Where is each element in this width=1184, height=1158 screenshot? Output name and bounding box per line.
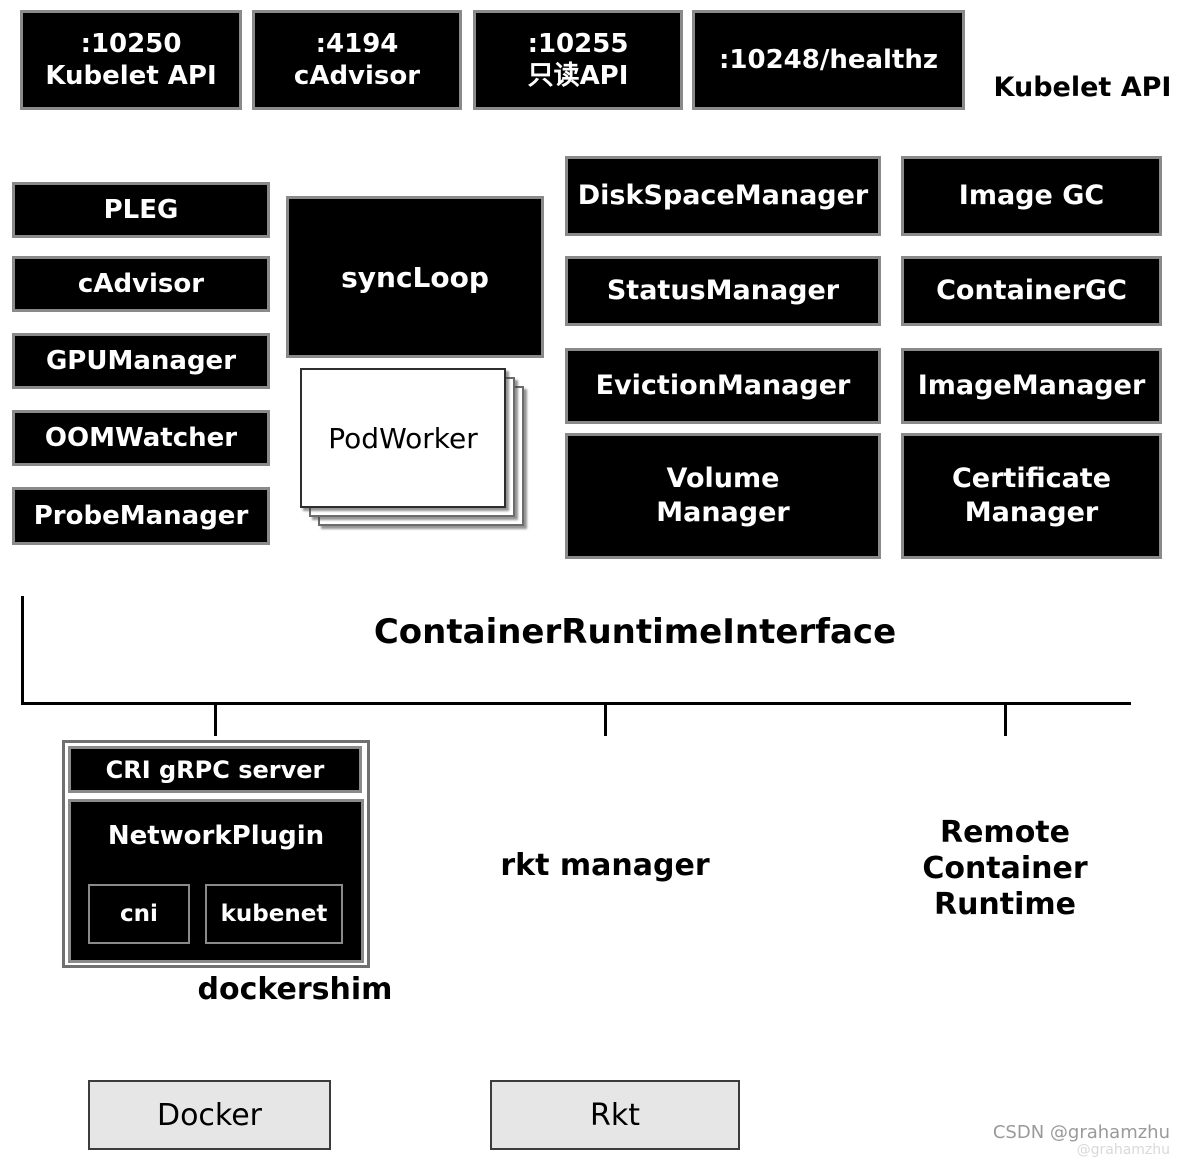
- podworker-box: PodWorker: [300, 368, 506, 508]
- component-pleg: PLEG: [12, 182, 270, 238]
- cni-box: cni: [88, 884, 190, 944]
- rkt-manager-label: rkt manager: [500, 848, 710, 883]
- manager-containergc: ContainerGC: [901, 256, 1162, 326]
- syncloop-box: syncLoop: [286, 196, 544, 358]
- port-box-cadvisor: :4194 cAdvisor: [252, 10, 462, 110]
- kubelet-api-label: Kubelet API: [993, 72, 1172, 103]
- dockershim-caption: dockershim: [197, 972, 393, 1007]
- kubenet-box: kubenet: [205, 884, 343, 944]
- cri-branch-rkt: [604, 702, 607, 736]
- manager-evictionmanager: EvictionManager: [565, 348, 881, 424]
- cri-connector-horizontal: [21, 702, 1131, 705]
- csdn-watermark: CSDN @grahamzhu: [992, 1122, 1170, 1143]
- manager-diskspacemanager: DiskSpaceManager: [565, 156, 881, 236]
- cri-branch-dockershim: [214, 702, 217, 736]
- network-plugin-label: NetworkPlugin: [107, 821, 325, 851]
- rkt-runtime-box: Rkt: [490, 1080, 740, 1150]
- manager-volumemanager: Volume Manager: [565, 433, 881, 559]
- remote-runtime-label: Remote Container Runtime: [922, 815, 1088, 922]
- component-probemanager: ProbeManager: [12, 487, 270, 545]
- port-box-readonly-api: :10255 只读API: [473, 10, 683, 110]
- cri-connector-vertical: [21, 596, 24, 705]
- manager-imagemanager: ImageManager: [901, 348, 1162, 424]
- component-oomwatcher: OOMWatcher: [12, 410, 270, 466]
- cri-branch-remote: [1004, 702, 1007, 736]
- manager-imagegc: Image GC: [901, 156, 1162, 236]
- manager-statusmanager: StatusManager: [565, 256, 881, 326]
- port-box-kubelet-api: :10250 Kubelet API: [20, 10, 242, 110]
- csdn-watermark-faint: @grahamzhu: [1076, 1142, 1170, 1158]
- cri-title: ContainerRuntimeInterface: [373, 612, 897, 652]
- cri-grpc-server-box: CRI gRPC server: [68, 746, 362, 793]
- component-gpumanager: GPUManager: [12, 333, 270, 389]
- component-cadvisor: cAdvisor: [12, 256, 270, 312]
- port-box-healthz: :10248/healthz: [692, 10, 965, 110]
- docker-runtime-box: Docker: [88, 1080, 331, 1150]
- manager-certificatemanager: Certificate Manager: [901, 433, 1162, 559]
